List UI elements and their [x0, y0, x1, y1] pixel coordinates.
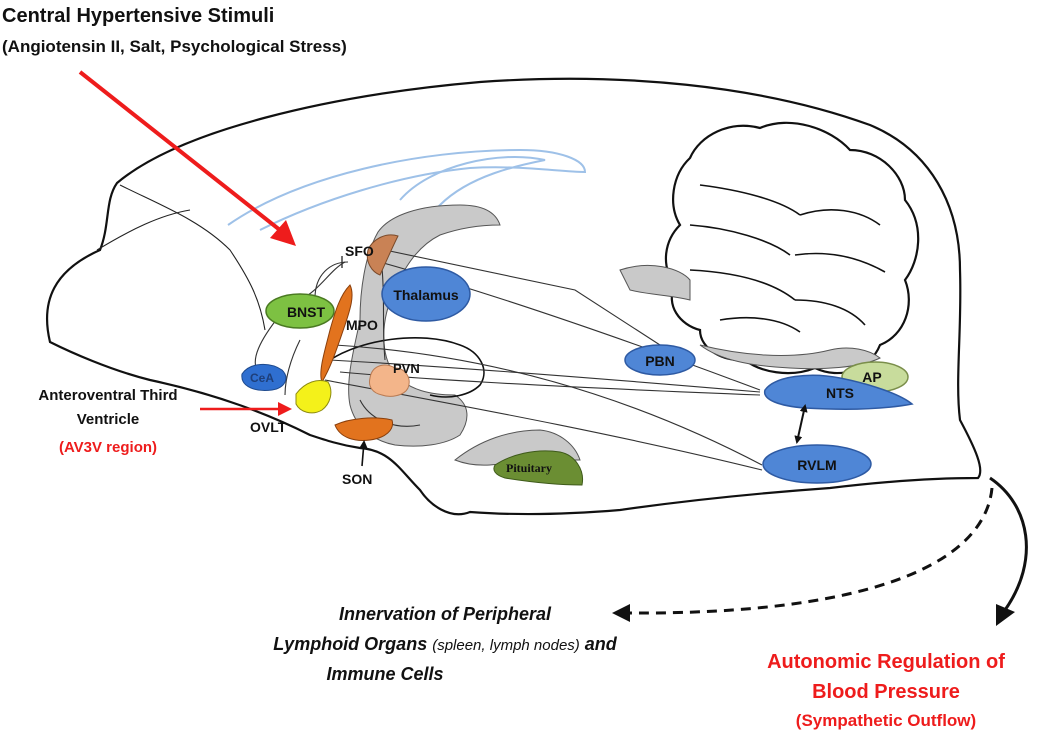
sfo-bnst-projection: [314, 261, 349, 299]
fourth-ventricle: [619, 264, 691, 301]
ovlt-region: [295, 380, 332, 414]
dashed-arrow-head: [612, 604, 630, 622]
rvlm-label: RVLM: [797, 457, 836, 473]
son-arrow: [359, 440, 368, 467]
nts-label: NTS: [826, 385, 854, 401]
son-region: [334, 417, 394, 441]
bnst-label: BNST: [287, 304, 326, 320]
thalamus-label: Thalamus: [393, 287, 459, 303]
sfo-label: SFO: [345, 243, 374, 259]
dashed-arrow-to-immune: [624, 487, 994, 615]
solid-arrow-head: [996, 604, 1015, 626]
stimuli-arrow: [78, 70, 293, 240]
innervation-line-2c: and: [580, 634, 618, 654]
av3v-region-label: (AV3V region): [59, 439, 157, 456]
ovlt-label: OVLT: [250, 419, 287, 435]
son-label: SON: [342, 471, 372, 487]
frontal-line: [119, 184, 266, 331]
title-line-2: (Angiotensin II, Salt, Psychological Str…: [2, 37, 347, 56]
hypothalamus-outline: [329, 336, 485, 398]
stimuli-arrow-head: [270, 220, 296, 246]
innervation-line-2a: Lymphoid Organs: [273, 634, 432, 654]
av3v-arrow-head: [278, 402, 292, 416]
corpus-callosum: [227, 148, 587, 231]
innervation-line-3: Immune Cells: [326, 664, 443, 684]
pvn-region: [369, 364, 410, 397]
bnst-region: [265, 293, 335, 329]
sfo-region: [366, 234, 399, 276]
autonomic-line-3: (Sympathetic Outflow): [796, 711, 976, 730]
title-line-1: Central Hypertensive Stimuli: [2, 5, 274, 27]
ap-label: AP: [862, 369, 881, 385]
pituitary-region: [493, 450, 584, 486]
cea-label: CeA: [250, 371, 274, 385]
cerebellar-gray-band: [699, 344, 881, 370]
nts-region: [764, 374, 914, 410]
cerebellum-folia: [689, 184, 886, 333]
solid-arrow-to-bp: [989, 476, 1028, 611]
innervation-line-1: Innervation of Peripheral: [339, 604, 552, 624]
innervation-line-2b: (spleen, lymph nodes): [432, 637, 580, 654]
nts-rvlm-arrow: [794, 404, 808, 444]
autonomic-line-2: Blood Pressure: [812, 681, 960, 703]
cerebellum: [664, 121, 920, 375]
pituitary-label: Pituitary: [506, 461, 552, 475]
olfactory-bulb-line: [96, 209, 191, 251]
pbn-region: [624, 344, 696, 376]
pvn-label: PVN: [393, 361, 420, 376]
autonomic-line-1: Autonomic Regulation of: [767, 651, 1005, 673]
av3v-label-line-1: Anteroventral Third: [38, 387, 177, 404]
innervation-line-2: Lymphoid Organs (spleen, lymph nodes) an…: [273, 634, 618, 654]
thalamus-region: [381, 266, 471, 322]
rvlm-region: [762, 444, 872, 484]
mpo-label: MPO: [346, 317, 378, 333]
av3v-label-line-2: Ventricle: [77, 411, 140, 428]
pbn-label: PBN: [645, 353, 675, 369]
cea-region: [241, 364, 287, 391]
